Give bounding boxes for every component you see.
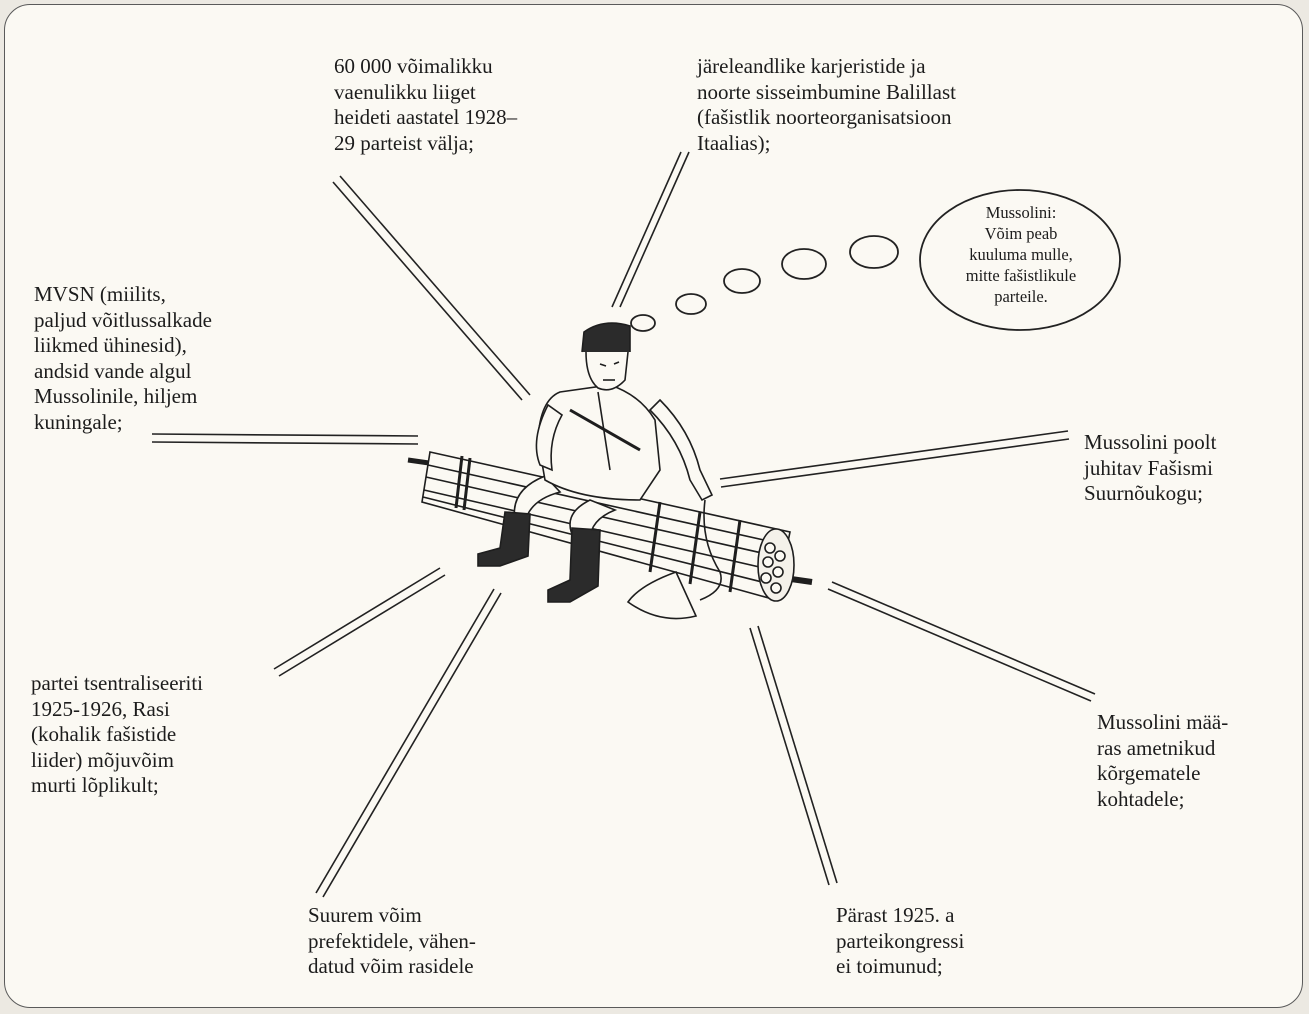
label-party-centralised: partei tsentraliseeriti 1925-1926, Rasi …	[31, 671, 204, 797]
label-officials-appointed: Mussolini mää- ras ametnikud kõrgematele…	[1097, 710, 1229, 811]
label-no-congress: Pärast 1925. a parteikongressi ei toimun…	[836, 903, 965, 978]
thought-bubble-text: Mussolini: Võim peab kuuluma mulle, mitt…	[965, 203, 1077, 306]
label-expelled-members: 60 000 võimalikku vaenulikku liiget heid…	[334, 54, 518, 155]
mussolini-on-fasces-illustration	[407, 322, 813, 620]
label-grand-council: Mussolini poolt juhitav Fašismi Suurnõuk…	[1084, 430, 1217, 505]
connector-grand-council	[719, 430, 1070, 488]
connector-centralised	[273, 567, 446, 677]
label-mvsn-militia: MVSN (miilits, paljud võitlussalkade lii…	[34, 282, 212, 434]
connector-prefects	[315, 588, 502, 898]
connector-mvsn	[151, 433, 419, 445]
connector-congress	[749, 625, 838, 886]
connector-careerists	[611, 151, 690, 308]
label-careerists-balilla: järeleandlike karjeristide ja noorte sis…	[697, 54, 956, 155]
connector-officials	[827, 581, 1096, 702]
thought-bubble	[919, 189, 1121, 331]
label-prefects-power: Suurem võim prefektidele, vähen- datud v…	[308, 903, 476, 978]
connector-expelled	[332, 175, 531, 401]
thought-bubble-trail	[630, 235, 899, 332]
